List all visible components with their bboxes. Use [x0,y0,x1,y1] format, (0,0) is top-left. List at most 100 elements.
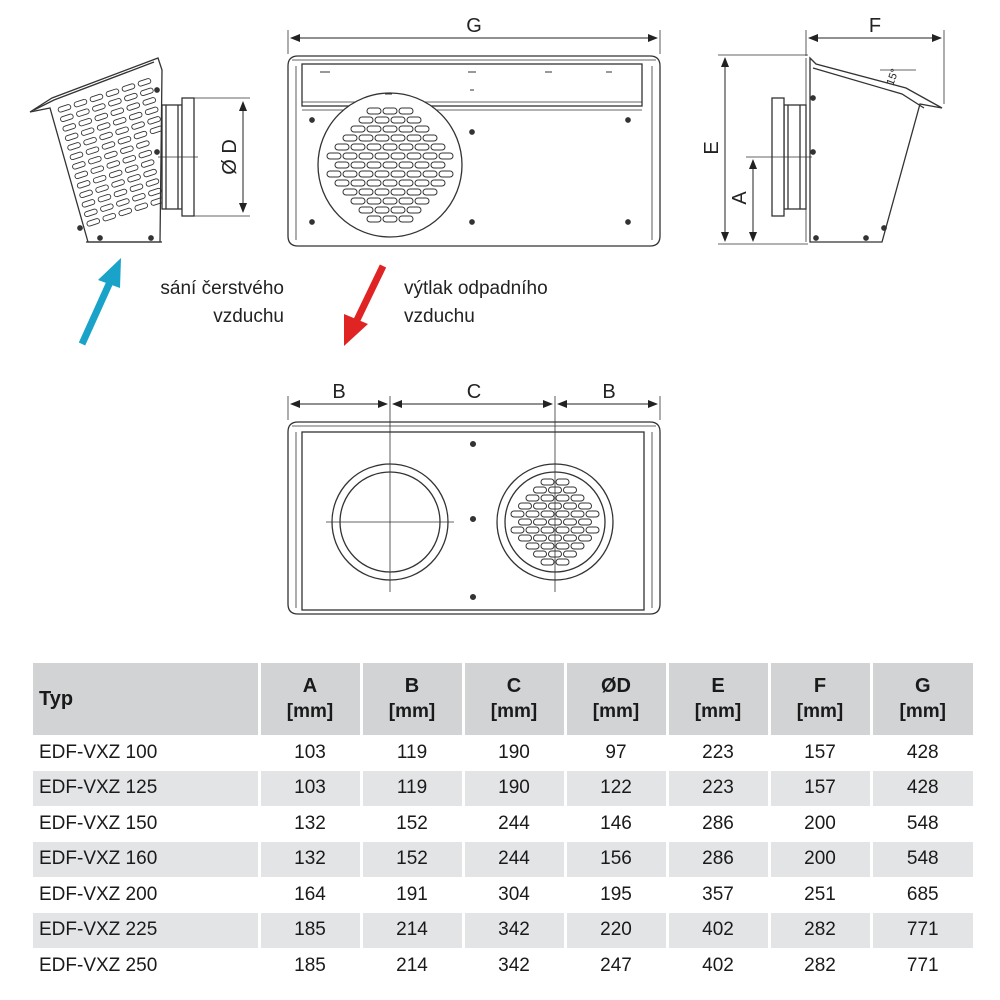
column-header: C[mm] [461,663,565,735]
value-cell: 97 [563,735,667,771]
value-cell: 214 [359,948,463,984]
type-cell: EDF-VXZ 225 [33,912,259,948]
value-cell: 164 [257,877,361,913]
dimension-c-label: C [467,381,481,403]
technical-drawing: Ø D G [29,15,945,615]
column-header: Typ [33,663,259,735]
value-cell: 185 [257,948,361,984]
value-cell: 251 [767,877,871,913]
value-cell: 190 [461,770,565,806]
value-cell: 771 [869,948,973,984]
column-header: B [mm] [359,663,463,735]
value-cell: 185 [257,912,361,948]
dimension-e-label: E [701,141,723,154]
column-header-label: ØD [601,675,631,697]
column-header: F [mm] [767,663,871,735]
dimension-f: F [805,15,945,104]
column-header-label: Typ [39,687,74,710]
value-cell: 247 [563,948,667,984]
value-cell: 200 [767,806,871,842]
value-cell: 152 [359,841,463,877]
dimension-e: E [701,54,808,245]
column-header: ØD [mm] [563,663,667,735]
value-cell: 244 [461,841,565,877]
rear-view [287,421,661,615]
column-header: G[mm] [869,663,973,735]
value-cell: 152 [359,806,463,842]
value-cell: 119 [359,770,463,806]
dimension-d-label: Ø D [219,139,241,175]
column-header-label: F [813,675,827,697]
value-cell: 122 [563,770,667,806]
value-cell: 103 [257,770,361,806]
value-cell: 157 [767,770,871,806]
column-header-label: E [711,675,725,697]
value-cell: 286 [665,806,769,842]
column-header-unit: [mm] [490,701,538,722]
column-header-label: G [914,675,931,697]
value-cell: 286 [665,841,769,877]
value-cell: 191 [359,877,463,913]
value-cell: 244 [461,806,565,842]
dimension-d: Ø D [194,97,250,217]
value-cell: 214 [359,912,463,948]
value-cell: 304 [461,877,565,913]
value-cell: 282 [767,912,871,948]
value-cell: 156 [563,841,667,877]
value-cell: 195 [563,877,667,913]
value-cell: 200 [767,841,871,877]
value-cell: 402 [665,948,769,984]
value-cell: 119 [359,735,463,771]
exhaust-label-line1: výtlak odpadního [404,278,548,299]
type-cell: EDF-VXZ 125 [33,770,259,806]
column-header-unit: [mm] [592,701,640,722]
column-header-label: B [404,675,420,697]
dimension-g-label: G [466,15,482,37]
column-header-unit: [mm] [388,701,436,722]
column-header-unit: [mm] [694,701,742,722]
column-header-label: A [302,675,318,697]
side-view-right [771,56,943,243]
value-cell: 771 [869,912,973,948]
dimension-b-left-label: B [332,381,345,403]
value-cell: 357 [665,877,769,913]
dimension-b-right-label: B [602,381,615,403]
value-cell: 223 [665,735,769,771]
value-cell: 190 [461,735,565,771]
value-cell: 157 [767,735,871,771]
hood-angle-label: 15° [885,67,902,87]
dimension-a-label: A [729,191,751,205]
exhaust-arrow [344,264,387,346]
intake-label-line1: sání čerstvého [160,278,284,299]
value-cell: 428 [869,770,973,806]
value-cell: 402 [665,912,769,948]
value-cell: 428 [869,735,973,771]
dimension-f-label: F [869,15,881,37]
value-cell: 548 [869,806,973,842]
value-cell: 132 [257,841,361,877]
value-cell: 220 [563,912,667,948]
column-header-unit: [mm] [796,701,844,722]
value-cell: 685 [869,877,973,913]
value-cell: 342 [461,912,565,948]
front-view [287,55,661,247]
value-cell: 146 [563,806,667,842]
value-cell: 282 [767,948,871,984]
intake-label-line2: vzduchu [213,306,284,327]
dimension-a: A [729,156,772,242]
type-cell: EDF-VXZ 250 [39,954,158,976]
column-header-unit: [mm] [286,701,334,722]
dimension-g: G [287,15,661,54]
value-cell: 223 [665,770,769,806]
type-cell: EDF-VXZ 100 [39,741,158,763]
type-cell: EDF-VXZ 200 [39,883,158,905]
